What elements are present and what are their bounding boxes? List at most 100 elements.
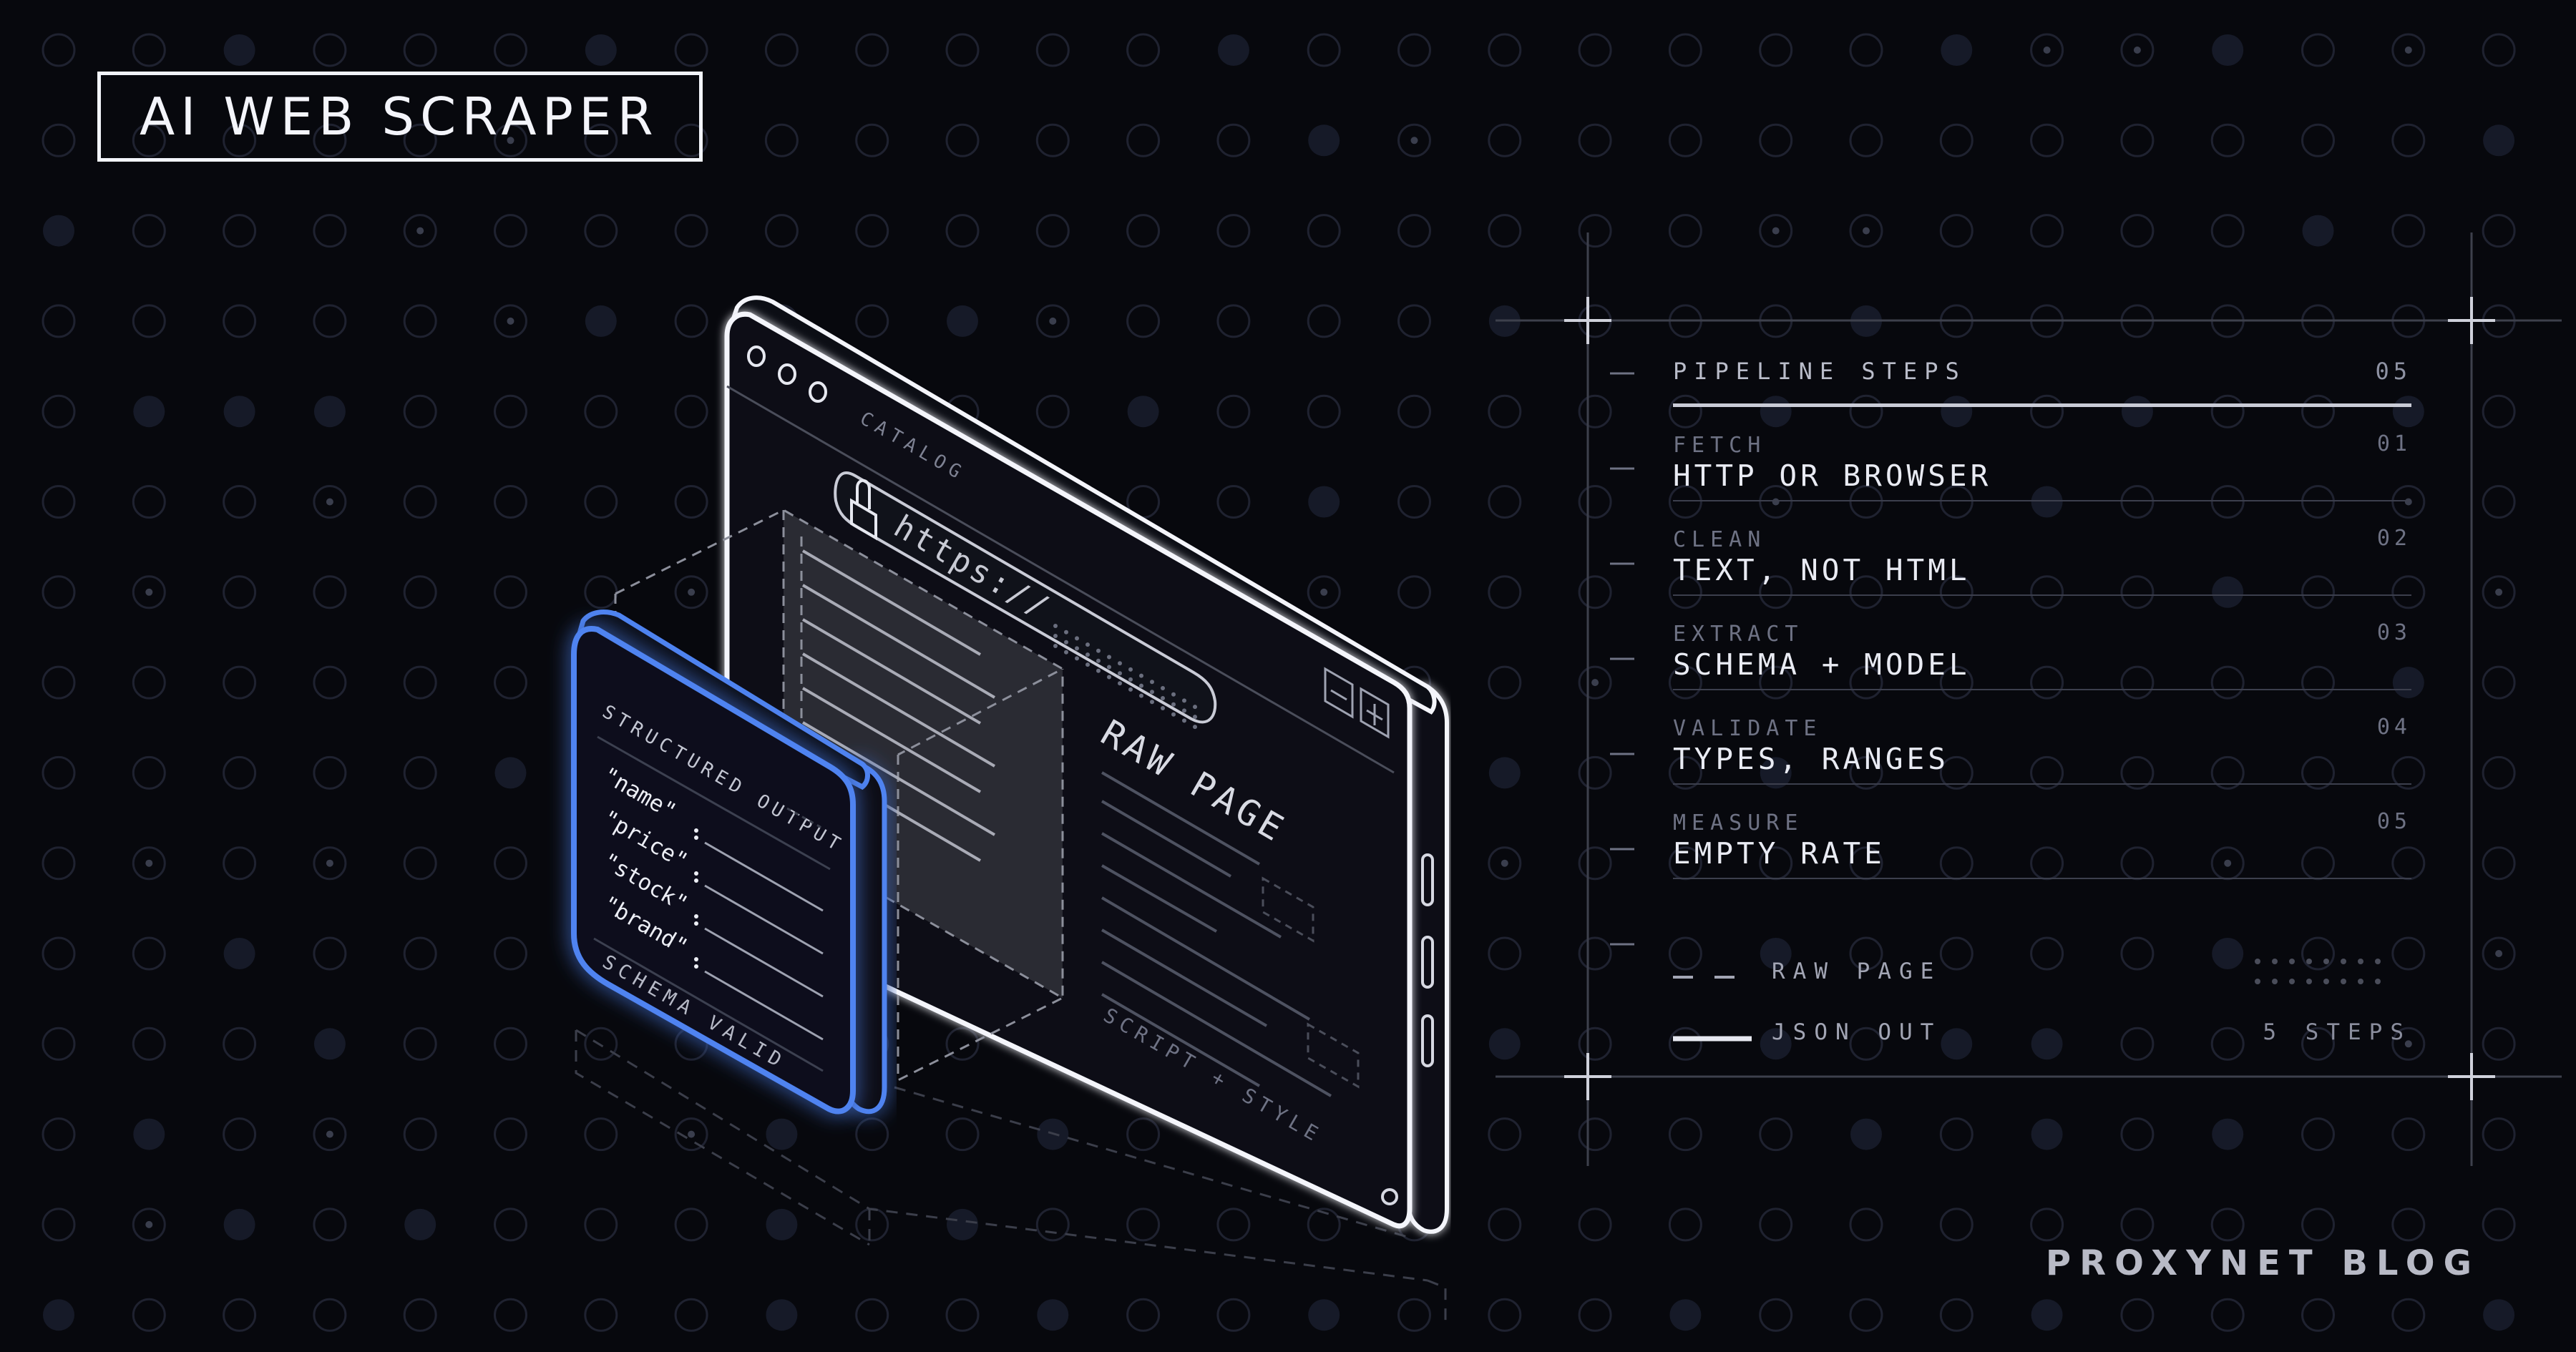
step-label: VALIDATE	[1673, 716, 1823, 741]
grid-dot	[2391, 575, 2426, 609]
url-dot	[1085, 652, 1090, 657]
url-dot	[1064, 650, 1068, 655]
grid-dot	[2030, 936, 2064, 971]
grid-dot	[1760, 1028, 1792, 1060]
grid-dot	[1488, 575, 1522, 609]
grid-dot	[2120, 485, 2155, 519]
grid-dot	[132, 1027, 166, 1061]
grid-dot	[42, 575, 76, 609]
legend-dot	[2341, 979, 2346, 984]
window-maximize-icon	[809, 381, 827, 403]
pipeline-step: EXTRACT 03 SCHEMA + MODEL	[1673, 596, 2411, 690]
grid-dot	[403, 214, 437, 248]
grid-dot	[1849, 485, 1883, 519]
grid-dot	[945, 123, 980, 157]
grid-dot	[223, 1208, 255, 1240]
grid-dot	[1216, 485, 1251, 519]
grid-dot	[1488, 214, 1522, 248]
legend-dot	[2272, 959, 2278, 964]
grid-dot	[313, 123, 347, 157]
grid-dot	[855, 1298, 889, 1332]
grid-dot	[1308, 124, 1340, 157]
grid-dot	[1488, 394, 1522, 428]
step-label: MEASURE	[1673, 810, 1804, 836]
grid-dot	[42, 936, 76, 971]
grid-dot	[313, 304, 347, 338]
url-dot	[1118, 661, 1122, 666]
grid-dot	[1939, 214, 1974, 248]
grid-dot	[1668, 755, 1702, 790]
grid-dot	[1759, 665, 1793, 700]
grid-dot	[223, 575, 257, 609]
grid-dot	[1397, 1298, 1431, 1332]
grid-dot	[1035, 1208, 1070, 1242]
grid-dot	[2120, 1117, 2155, 1152]
legend-dot	[2255, 979, 2260, 984]
grid-dot	[1488, 846, 1522, 881]
legend-dot	[2289, 959, 2295, 964]
grid-dot	[42, 1208, 76, 1242]
legend-dot	[2375, 959, 2381, 964]
grid-dot	[1668, 575, 1702, 609]
legend-steps-note: 5 STEPS	[2263, 1019, 2411, 1045]
grid-dot	[2391, 1117, 2426, 1152]
grid-dot	[42, 755, 76, 790]
grid-dot	[494, 1208, 527, 1242]
grid-dot	[42, 485, 76, 519]
grid-dot	[2210, 214, 2245, 248]
grid-dot	[584, 485, 618, 519]
grid-dot	[584, 214, 618, 248]
grid-dot	[223, 1027, 257, 1061]
grid-dot	[585, 305, 617, 337]
url-dot	[1075, 646, 1079, 651]
legend-raw: RAW PAGE	[1673, 959, 2411, 994]
grid-dot	[223, 123, 257, 157]
grid-dot	[1488, 33, 1522, 67]
step-number: 01	[2376, 431, 2411, 456]
grid-dot	[2030, 394, 2064, 428]
grid-dot	[2210, 394, 2245, 428]
grid-dot	[1668, 394, 1702, 428]
grid-dot	[1578, 214, 1612, 248]
legend-dot-grid	[2255, 959, 2381, 984]
grid-dot	[313, 936, 347, 971]
grid-dot	[674, 575, 708, 609]
grid-dot	[1759, 1117, 1793, 1152]
grid-dot	[2391, 1027, 2426, 1061]
grid-dot	[313, 575, 347, 609]
url-dot	[1193, 705, 1197, 710]
url-dot	[1139, 683, 1143, 688]
grid-dot	[403, 1117, 437, 1152]
grid-dot	[2120, 755, 2155, 790]
grid-dot-center	[688, 1130, 696, 1138]
grid-dot	[674, 1208, 708, 1242]
grid-dot	[2391, 755, 2426, 790]
grid-dot	[2031, 1118, 2063, 1150]
grid-dot	[855, 33, 889, 67]
grid-dot	[1759, 33, 1793, 67]
grid-dot-center	[688, 588, 696, 596]
grid-dot	[1397, 394, 1431, 428]
grid-dot	[1035, 33, 1070, 67]
grid-dot	[674, 485, 708, 519]
grid-dot	[1849, 936, 1883, 971]
grid-dot	[1216, 1298, 1251, 1332]
grid-dot-center	[1772, 227, 1780, 235]
grid-dot	[1216, 123, 1251, 157]
url-dot	[1064, 640, 1068, 645]
grid-dot-center	[2404, 1040, 2412, 1048]
grid-dot	[2210, 1208, 2245, 1242]
grid-dot	[1037, 1299, 1069, 1331]
grid-dot	[223, 396, 255, 428]
grid-dot	[2482, 1117, 2516, 1152]
grid-dot	[132, 304, 166, 338]
grid-dot	[1939, 936, 1974, 971]
grid-dot	[1849, 1208, 1883, 1242]
grid-dot	[1307, 1208, 1341, 1242]
step-number: 02	[2376, 526, 2411, 551]
grid-dot	[2482, 1208, 2516, 1242]
step-label: CLEAN	[1673, 527, 1767, 552]
legend-dot	[2306, 959, 2312, 964]
grid-dot	[2030, 123, 2064, 157]
grid-dot	[1850, 1118, 1882, 1150]
